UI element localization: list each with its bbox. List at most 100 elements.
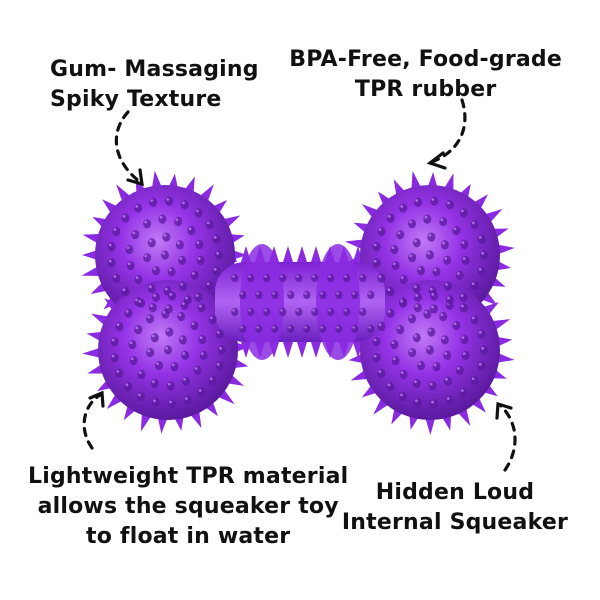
nub-highlight [453, 322, 457, 326]
nub [279, 273, 287, 283]
nub-highlight [181, 302, 185, 305]
nub [372, 353, 381, 363]
arrow-bottom-left [82, 390, 105, 450]
nub [429, 399, 438, 409]
nub-highlight [478, 362, 482, 366]
nub [161, 309, 170, 319]
arrow-top-right [426, 98, 467, 170]
toy-shaft-ridge-left [240, 244, 284, 360]
nub-highlight [116, 370, 120, 373]
nub-highlight [391, 341, 395, 345]
nub [455, 270, 464, 280]
nub-highlight [360, 275, 363, 278]
nub [398, 392, 407, 402]
nub [452, 320, 461, 331]
nub-highlight [216, 331, 220, 334]
nub-highlight [445, 378, 448, 381]
nub-highlight [166, 197, 170, 201]
nub [430, 196, 439, 206]
nub [343, 307, 351, 317]
nub [212, 266, 221, 276]
nub [110, 353, 119, 363]
nub-highlight [461, 241, 465, 245]
nub [412, 283, 421, 294]
nub-highlight [232, 309, 235, 312]
nub [386, 308, 395, 318]
nub-highlight [280, 309, 283, 312]
nub [194, 208, 203, 218]
nub-highlight [352, 326, 355, 329]
callout-line: TPR rubber [354, 77, 497, 102]
nub-highlight [163, 233, 167, 237]
nub [427, 327, 436, 337]
nub-highlight [444, 352, 448, 355]
nub-highlight [167, 382, 171, 386]
nub [470, 220, 479, 230]
nub [335, 324, 343, 334]
nub [279, 307, 287, 317]
nub [440, 240, 449, 250]
nub [143, 219, 152, 229]
nub [162, 232, 171, 242]
nub-highlight [156, 362, 159, 366]
nub-highlight [195, 294, 199, 297]
nub-highlight [165, 346, 169, 350]
nub-highlight [272, 326, 275, 329]
nub-highlight [418, 362, 421, 366]
nub [175, 240, 184, 250]
nub-highlight [240, 326, 243, 329]
nub [134, 325, 143, 335]
nub-highlight [152, 334, 155, 338]
toy-shaft-ridge-right [316, 244, 360, 360]
nub [134, 203, 143, 213]
nub-highlight [418, 267, 421, 271]
nub-highlight [126, 246, 130, 250]
callout-line: allows the squeaker toy [37, 494, 339, 519]
nub-highlight [373, 243, 377, 247]
nub [390, 339, 399, 350]
nub [255, 324, 263, 334]
nub [137, 298, 146, 308]
nub [372, 242, 381, 252]
nub-highlight [447, 296, 450, 300]
nub-highlight [471, 377, 475, 381]
nub [212, 234, 221, 244]
nub [414, 292, 423, 302]
nub-highlight [400, 371, 404, 375]
nub [477, 361, 486, 371]
nub [414, 197, 423, 207]
nub-highlight [288, 326, 291, 329]
nub [231, 307, 239, 317]
nub [390, 244, 399, 255]
arrow-top-left [114, 110, 144, 187]
nub-highlight [352, 292, 355, 295]
nub-highlight [336, 292, 339, 295]
nub-highlight [431, 197, 435, 201]
nub [443, 281, 452, 291]
nub-highlight [168, 268, 172, 272]
nub [205, 280, 214, 291]
nub-highlight [387, 288, 391, 292]
nub-highlight [177, 241, 180, 245]
nub-highlight [442, 336, 445, 340]
nub [178, 335, 187, 345]
nub-highlight [199, 336, 203, 340]
nub-highlight [304, 292, 307, 295]
nub-highlight [400, 204, 404, 208]
callout-line: Internal Squeaker [341, 510, 568, 535]
nub [416, 265, 425, 276]
nub-highlight [433, 363, 437, 367]
nub-highlight [461, 336, 465, 340]
nub-highlight [122, 288, 126, 292]
nub [335, 290, 343, 300]
nub [477, 234, 486, 244]
nub-highlight [424, 215, 428, 219]
nub [193, 365, 202, 375]
nub-highlight [196, 241, 200, 245]
nub-highlight [213, 236, 217, 239]
nub-highlight [232, 275, 235, 278]
nub [214, 250, 223, 260]
callout-line: Lightweight TPR material [28, 464, 349, 489]
nub [359, 273, 367, 283]
nub [351, 324, 359, 334]
